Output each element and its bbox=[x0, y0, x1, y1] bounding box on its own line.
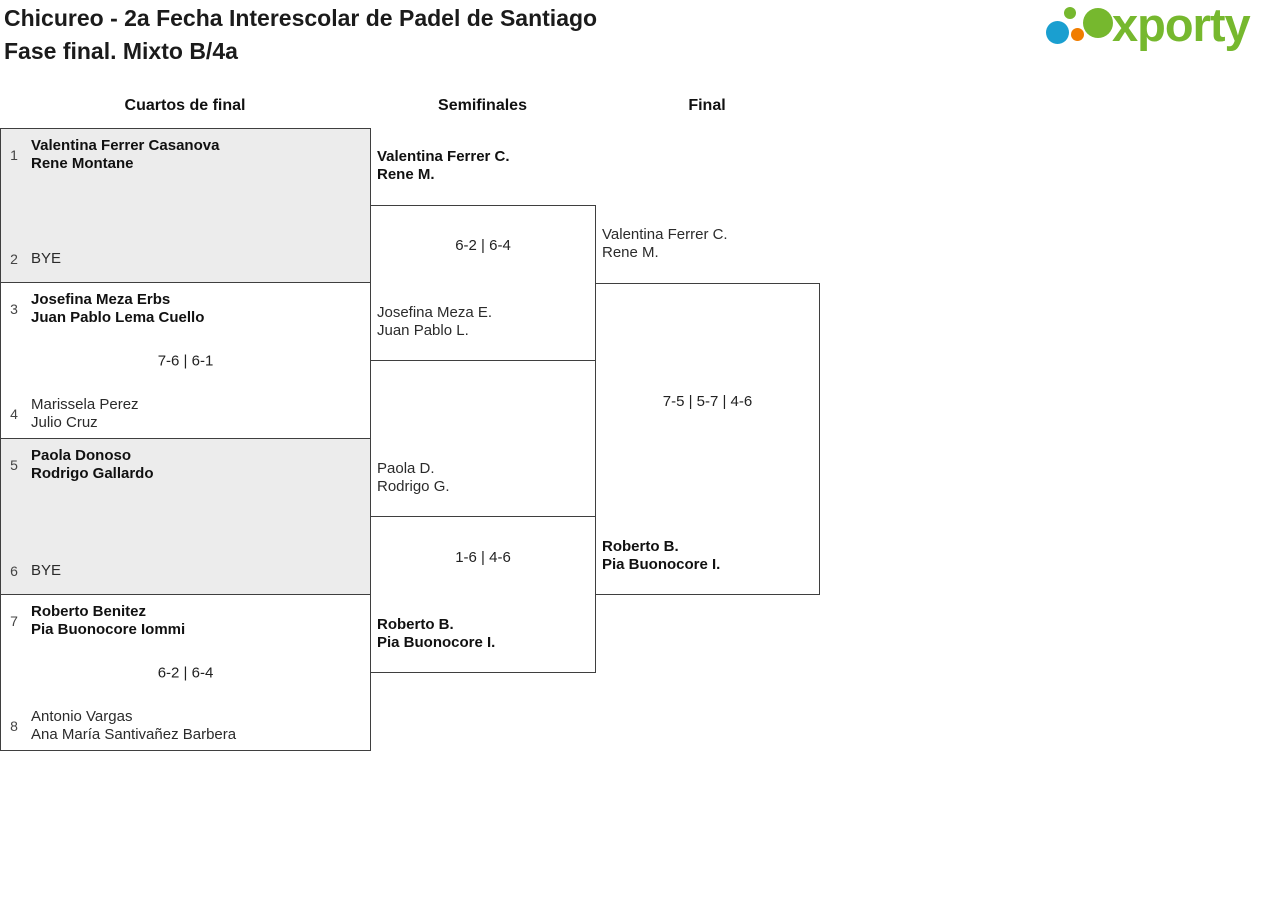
participant-name-1: Valentina Ferrer C. bbox=[377, 148, 510, 165]
sf1-bottom-participant: Josefina Meza E. Juan Pablo L. bbox=[377, 304, 592, 340]
seed-number: 7 bbox=[10, 613, 18, 629]
sf2-bottom-participant: Roberto B. Pia Buonocore I. bbox=[377, 616, 592, 652]
round-header-final: Final bbox=[688, 97, 726, 114]
participant-names: Roberto Benitez Pia Buonocore Iommi bbox=[31, 603, 185, 639]
page-title: Chicureo - 2a Fecha Interescolar de Pade… bbox=[4, 2, 597, 68]
match-score: 6-2 | 6-4 bbox=[157, 664, 214, 681]
participant-name-2: Rene M. bbox=[377, 166, 435, 183]
round-header-semifinals: Semifinales bbox=[438, 97, 527, 114]
logo-dot-blue bbox=[1046, 21, 1069, 44]
match-score: 6-2 | 6-4 bbox=[455, 237, 511, 254]
participant-name-1: Roberto B. bbox=[602, 538, 679, 555]
xporty-logo[interactable]: xporty bbox=[1042, 0, 1274, 64]
qf1-bottom-entry: 2 BYE bbox=[7, 250, 362, 268]
seed-number: 3 bbox=[10, 301, 18, 317]
bye-label: BYE bbox=[31, 562, 62, 579]
participant-name-2: Rodrigo Gallardo bbox=[31, 465, 154, 482]
participant-name-2: Pia Buonocore I. bbox=[602, 556, 721, 573]
participant-name-2: Julio Cruz bbox=[31, 414, 98, 431]
seed-number: 1 bbox=[10, 147, 18, 163]
tournament-subtitle: Fase final. Mixto B/4a bbox=[4, 38, 238, 64]
xporty-logo-text: xporty bbox=[1112, 0, 1251, 51]
sf1-top-participant: Valentina Ferrer C. Rene M. bbox=[377, 148, 592, 184]
participant-name-1: Paola Donoso bbox=[31, 447, 132, 464]
participant-name-2: Juan Pablo Lema Cuello bbox=[31, 309, 205, 326]
seed-number: 2 bbox=[10, 251, 18, 267]
participant-name-1: Marissela Perez bbox=[31, 396, 139, 413]
qf4-top-entry: 7 Roberto Benitez Pia Buonocore Iommi bbox=[7, 603, 362, 639]
participant-name-2: Ana María Santivañez Barbera bbox=[31, 726, 237, 743]
participant-name-2: Pia Buonocore Iommi bbox=[31, 621, 186, 638]
participant-name-1: Antonio Vargas bbox=[31, 708, 133, 725]
match-score: 7-5 | 5-7 | 4-6 bbox=[662, 393, 753, 410]
participant-name-1: Paola D. bbox=[377, 460, 435, 477]
participant-names: Josefina Meza Erbs Juan Pablo Lema Cuell… bbox=[31, 291, 204, 327]
bye-label: BYE bbox=[31, 250, 62, 267]
qf-match-2: 3 Josefina Meza Erbs Juan Pablo Lema Cue… bbox=[0, 282, 371, 439]
final-bottom-participant: Roberto B. Pia Buonocore I. bbox=[602, 538, 817, 574]
qf4-bottom-entry: 8 Antonio Vargas Ana María Santivañez Ba… bbox=[7, 708, 362, 744]
participant-name-2: Rene M. bbox=[602, 244, 659, 261]
participant-names: Antonio Vargas Ana María Santivañez Barb… bbox=[31, 708, 236, 744]
participant-name-2: Rodrigo G. bbox=[377, 478, 450, 495]
participant-names: Marissela Perez Julio Cruz bbox=[31, 396, 139, 432]
final-top-participant: Valentina Ferrer C. Rene M. bbox=[602, 226, 817, 262]
logo-dot-green-small bbox=[1064, 7, 1076, 19]
participant-names: Paola Donoso Rodrigo Gallardo bbox=[31, 447, 154, 483]
participant-name-2: Juan Pablo L. bbox=[377, 322, 469, 339]
participant-name-1: Josefina Meza Erbs bbox=[31, 291, 171, 308]
logo-dot-green-big bbox=[1083, 8, 1113, 38]
qf-match-4: 7 Roberto Benitez Pia Buonocore Iommi 6-… bbox=[0, 594, 371, 751]
participant-name-1: Josefina Meza E. bbox=[377, 304, 493, 321]
seed-number: 6 bbox=[10, 563, 18, 579]
participant-names: BYE bbox=[31, 250, 61, 268]
participant-name-1: Roberto B. bbox=[377, 616, 454, 633]
round-header-quarterfinals: Cuartos de final bbox=[124, 97, 246, 114]
qf-match-3: 5 Paola Donoso Rodrigo Gallardo 6 BYE bbox=[0, 438, 371, 595]
participant-names: BYE bbox=[31, 562, 61, 580]
tournament-title: Chicureo - 2a Fecha Interescolar de Pade… bbox=[4, 5, 598, 31]
match-score: 7-6 | 6-1 bbox=[157, 352, 214, 369]
participant-name-1: Valentina Ferrer C. bbox=[602, 226, 728, 243]
qf1-top-entry: 1 Valentina Ferrer Casanova Rene Montane bbox=[7, 137, 362, 173]
participant-name-2: Rene Montane bbox=[31, 155, 134, 172]
seed-number: 4 bbox=[10, 406, 18, 422]
final-match-box bbox=[595, 283, 820, 595]
participant-name-2: Pia Buonocore I. bbox=[377, 634, 496, 651]
participant-names: Valentina Ferrer Casanova Rene Montane bbox=[31, 137, 219, 173]
qf3-top-entry: 5 Paola Donoso Rodrigo Gallardo bbox=[7, 447, 362, 483]
match-score: 1-6 | 4-6 bbox=[455, 549, 511, 566]
logo-dot-orange bbox=[1071, 28, 1084, 41]
qf3-bottom-entry: 6 BYE bbox=[7, 562, 362, 580]
participant-name-1: Valentina Ferrer Casanova bbox=[31, 137, 220, 154]
qf2-bottom-entry: 4 Marissela Perez Julio Cruz bbox=[7, 396, 362, 432]
sf2-top-participant: Paola D. Rodrigo G. bbox=[377, 460, 592, 496]
qf2-top-entry: 3 Josefina Meza Erbs Juan Pablo Lema Cue… bbox=[7, 291, 362, 327]
seed-number: 5 bbox=[10, 457, 18, 473]
participant-name-1: Roberto Benitez bbox=[31, 603, 147, 620]
qf-match-1: 1 Valentina Ferrer Casanova Rene Montane… bbox=[0, 128, 371, 283]
seed-number: 8 bbox=[10, 718, 18, 734]
